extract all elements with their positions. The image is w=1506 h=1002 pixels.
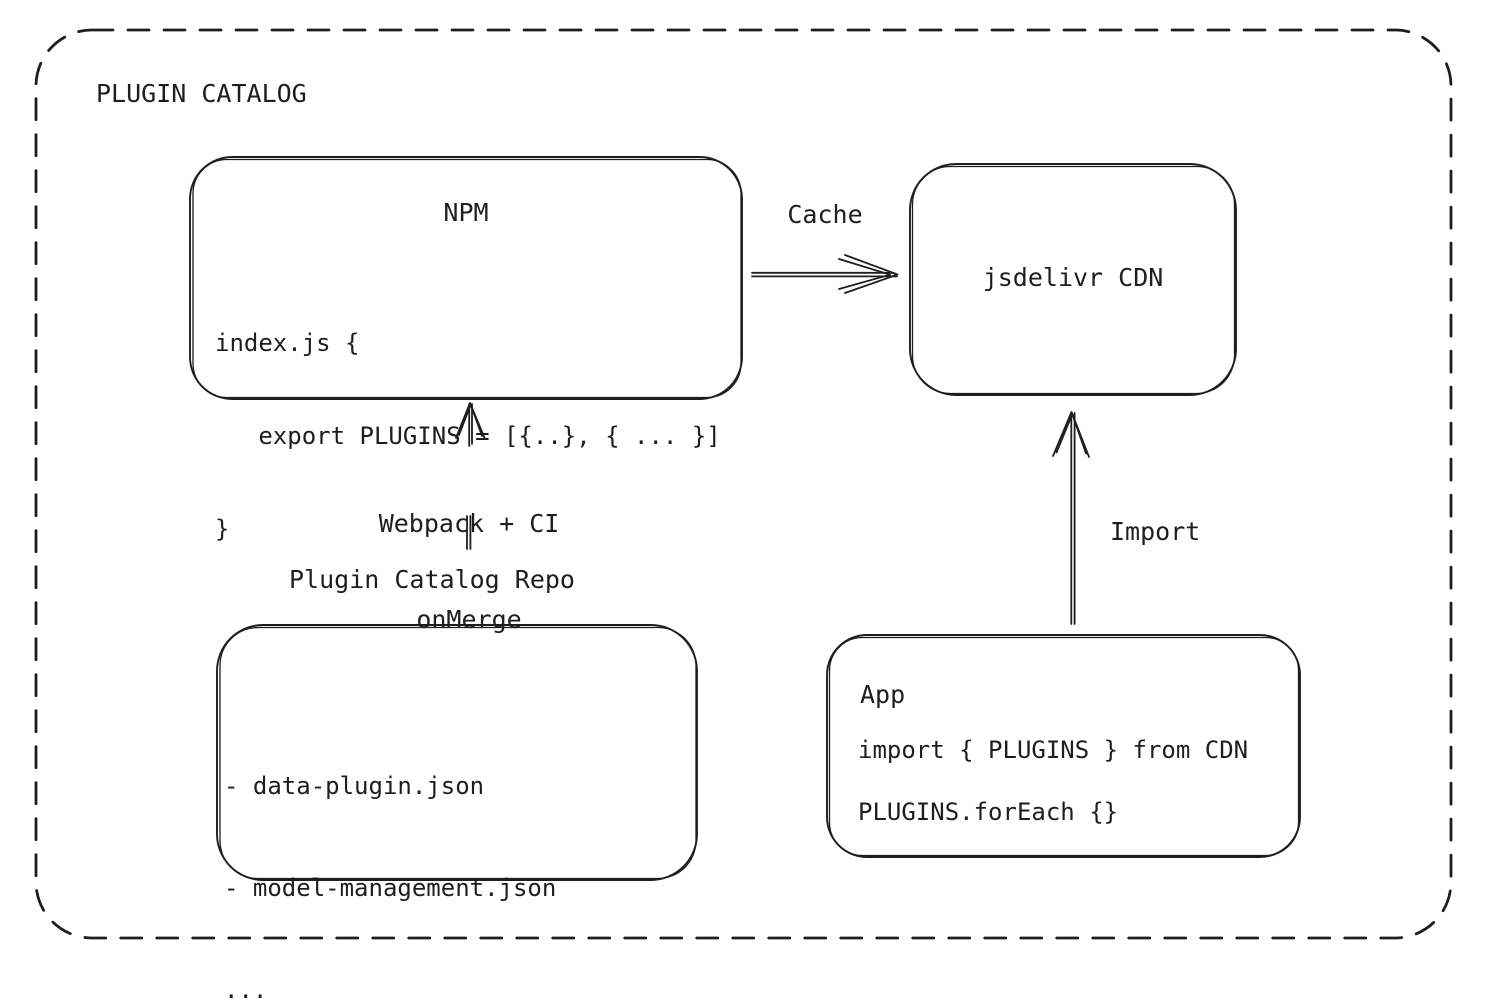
build-arrow-label-line1: Webpack + CI: [378, 509, 560, 538]
repo-title: Plugin Catalog Repo: [289, 565, 575, 594]
import-arrow: [1052, 411, 1090, 625]
repo-file-list: - data-plugin.json - model-management.js…: [224, 701, 556, 1002]
npm-code-line: index.js {: [215, 329, 360, 357]
npm-box-title: NPM: [443, 198, 489, 227]
repo-box: [216, 624, 698, 881]
cache-arrow: [751, 254, 899, 294]
build-arrow: [455, 402, 486, 447]
app-code-foreach-line: PLUGINS.forEach {}: [858, 798, 1119, 826]
npm-code-line: }: [215, 515, 230, 543]
diagram-title: PLUGIN CATALOG: [96, 79, 307, 108]
npm-code-line: export PLUGINS = [{..}, { ... }]: [215, 422, 721, 450]
app-code-import-line: import { PLUGINS } from CDN: [858, 736, 1249, 764]
build-connector-line: [466, 515, 472, 550]
cdn-box-label: jsdelivr CDN: [982, 263, 1164, 292]
app-box-title: App: [860, 680, 906, 709]
build-arrow-label-line2: onMerge: [416, 605, 522, 634]
cdn-box: [909, 163, 1237, 396]
cache-arrow-label: Cache: [787, 200, 863, 229]
repo-file-item: - model-management.json: [224, 874, 557, 902]
catalog-boundary-box: [34, 28, 1453, 940]
npm-code-block: index.js { export PLUGINS = [{..}, { ...…: [215, 266, 721, 607]
import-arrow-label: Import: [1110, 517, 1201, 546]
npm-box: [189, 156, 743, 400]
app-box: [826, 634, 1301, 858]
repo-file-item: - data-plugin.json: [224, 772, 485, 800]
build-arrow-label: Webpack + CI onMerge: [331, 444, 607, 700]
repo-file-item: ...: [224, 976, 268, 1002]
